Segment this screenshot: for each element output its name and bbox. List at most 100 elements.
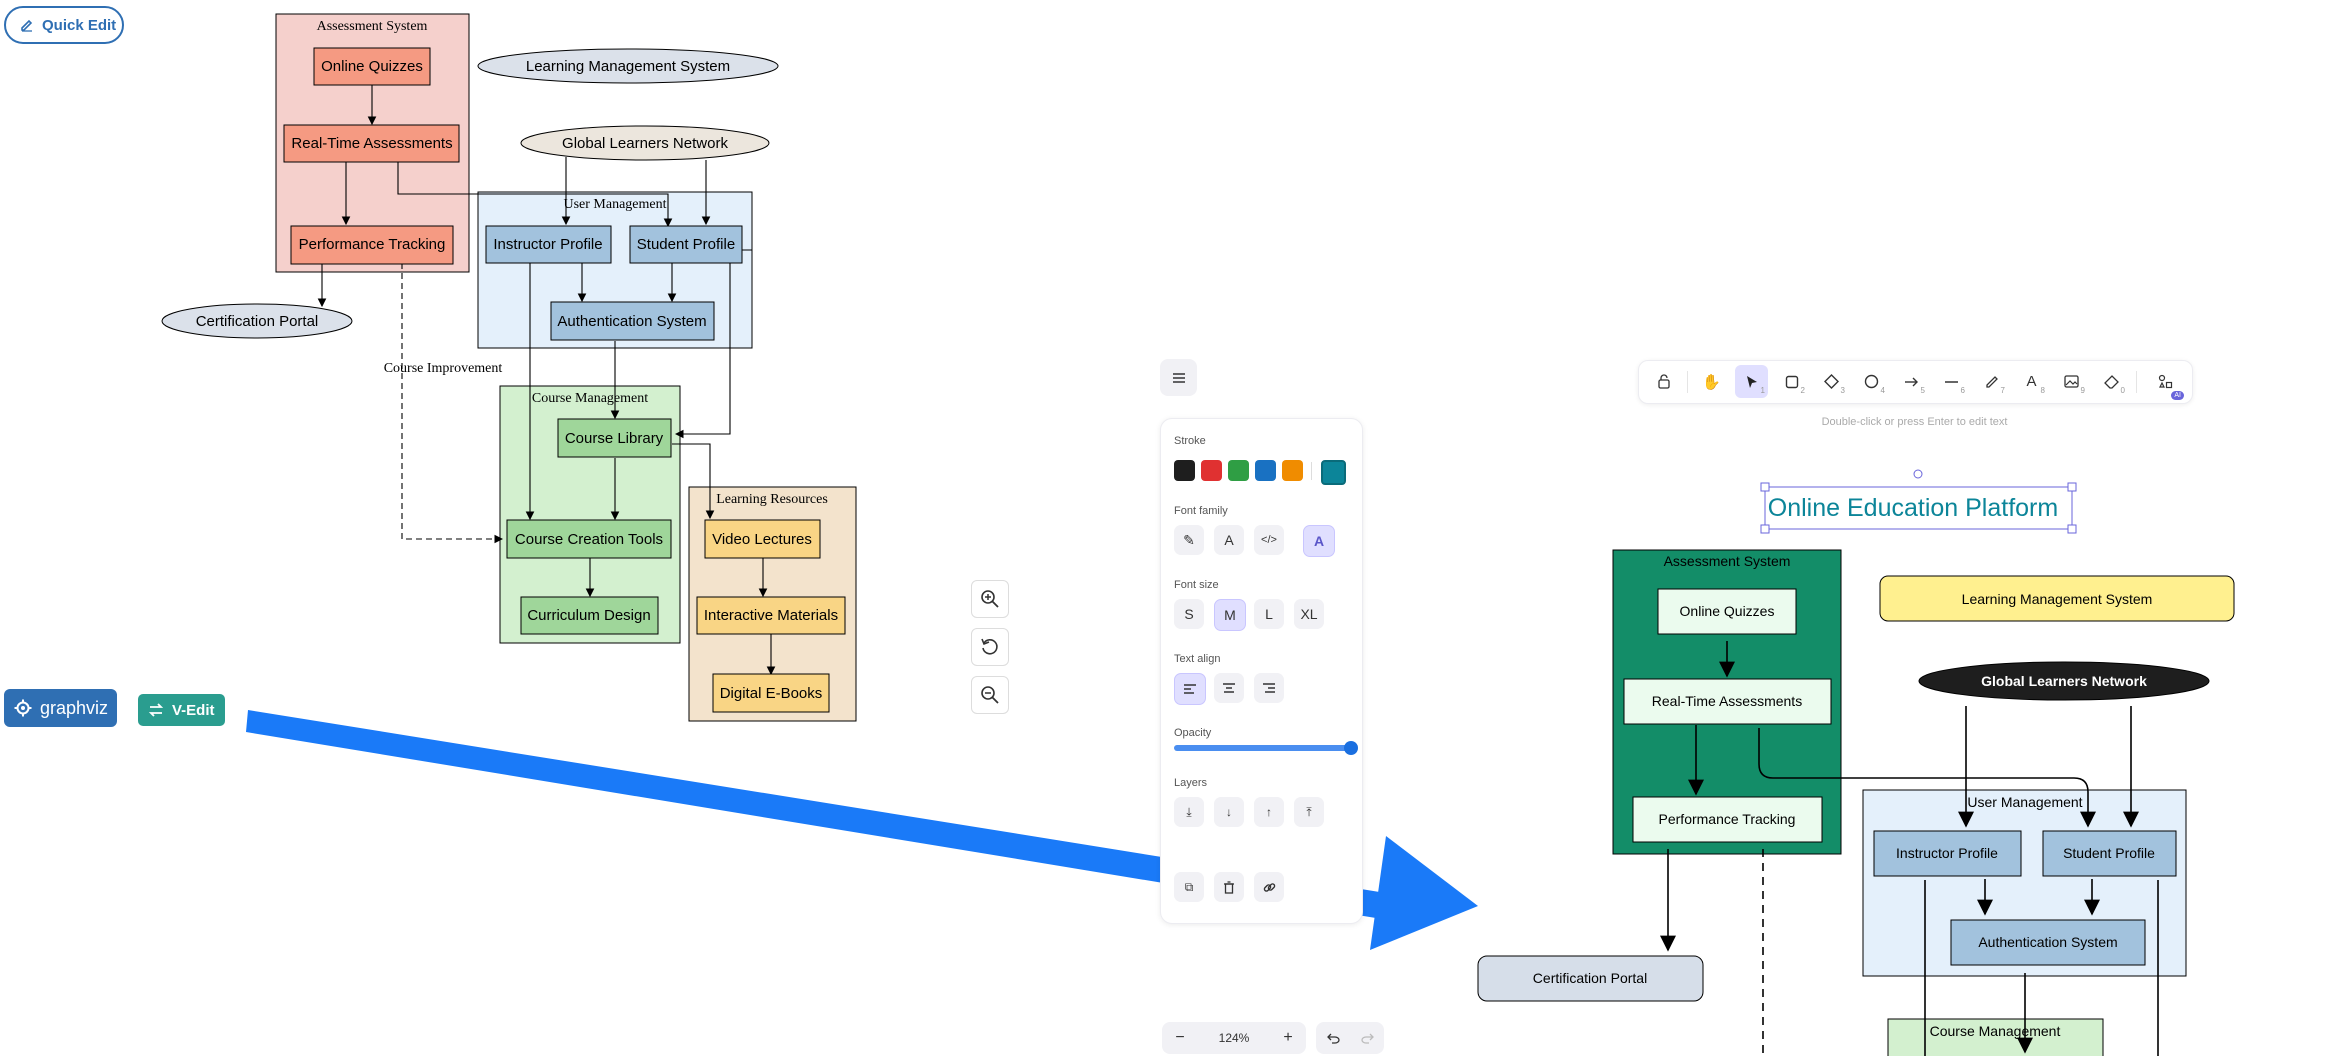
toolbar-separator (2136, 371, 2137, 393)
zoom-in-control[interactable]: + (1283, 1029, 1293, 1046)
current-stroke-color[interactable] (1321, 460, 1346, 485)
toolbar-lock[interactable] (1647, 365, 1680, 398)
redo-icon (1360, 1033, 1374, 1044)
font-size-xl-button[interactable]: XL (1294, 599, 1324, 629)
node-student-profile[interactable]: Student Profile (629, 225, 743, 264)
selected-title[interactable]: Online Education Platform (1760, 469, 2077, 534)
rd-node-student-profile[interactable]: Student Profile (2042, 830, 2177, 877)
node-certification-portal[interactable]: Certification Portal (161, 303, 353, 339)
reset-zoom-button[interactable] (971, 628, 1009, 666)
zoom-out-control[interactable]: − (1175, 1029, 1185, 1046)
svg-text:Online Quizzes: Online Quizzes (1680, 603, 1775, 619)
toolbar-more-shapes[interactable]: AI (2149, 365, 2184, 400)
rd-node-learning-management-system[interactable]: Learning Management System (1879, 575, 2235, 622)
align-right-icon (1263, 683, 1275, 693)
bring-forward-button[interactable]: ↑ (1254, 797, 1284, 827)
rd-node-performance-tracking[interactable]: Performance Tracking (1632, 796, 1823, 843)
opacity-slider-thumb[interactable] (1344, 741, 1358, 755)
send-to-back-button[interactable]: ⤓ (1174, 797, 1204, 827)
svg-text:Course Creation Tools: Course Creation Tools (515, 531, 663, 548)
bring-to-front-button[interactable]: ⤒ (1294, 797, 1324, 827)
quick-edit-button[interactable]: Quick Edit (4, 6, 124, 44)
stroke-color-black[interactable] (1174, 460, 1195, 481)
swap-icon (148, 703, 164, 717)
toolbar-selection[interactable]: 1 (1735, 365, 1768, 398)
toolbar-rectangle[interactable]: 2 (1775, 365, 1808, 398)
stroke-label: Stroke (1174, 435, 1206, 447)
node-performance-tracking[interactable]: Performance Tracking (290, 225, 454, 265)
zoom-in-button[interactable] (971, 580, 1009, 618)
svg-text:Learning Management System: Learning Management System (526, 58, 730, 75)
font-size-l-button[interactable]: L (1254, 599, 1284, 629)
toolbar-arrow[interactable]: 5 (1895, 365, 1928, 398)
rd-node-global-learners-network[interactable]: Global Learners Network (1918, 661, 2210, 701)
send-backward-button[interactable]: ↓ (1214, 797, 1244, 827)
toolbar-ellipse[interactable]: 4 (1855, 365, 1888, 398)
node-curriculum-design[interactable]: Curriculum Design (520, 596, 659, 635)
rd-node-real-time-assessments[interactable]: Real-Time Assessments (1623, 678, 1832, 725)
svg-text:Course Library: Course Library (565, 430, 664, 447)
node-digital-e-books[interactable]: Digital E-Books (712, 673, 830, 713)
node-interactive-materials[interactable]: Interactive Materials (696, 596, 846, 635)
node-authentication-system[interactable]: Authentication System (550, 301, 715, 341)
rd-node-instructor-profile[interactable]: Instructor Profile (1873, 830, 2022, 877)
svg-text:User Management: User Management (1967, 794, 2082, 810)
font-code-button[interactable]: </> (1254, 525, 1284, 555)
align-center-button[interactable] (1214, 673, 1244, 703)
font-normal-button[interactable]: A (1214, 525, 1244, 555)
tool-number: 2 (1800, 386, 1805, 395)
toolbar-line[interactable]: 6 (1935, 365, 1968, 398)
duplicate-button[interactable]: ⧉ (1174, 872, 1204, 902)
undo-button[interactable] (1316, 1033, 1350, 1044)
zoom-out-button[interactable] (971, 676, 1009, 714)
font-size-s-button[interactable]: S (1174, 599, 1204, 629)
align-right-button[interactable] (1254, 673, 1284, 703)
stroke-color-blue[interactable] (1255, 460, 1276, 481)
node-real-time-assessments[interactable]: Real-Time Assessments (283, 124, 460, 163)
node-course-library[interactable]: Course Library (557, 418, 672, 458)
toolbar-pencil[interactable]: 7 (1975, 365, 2008, 398)
toolbar-hand[interactable]: ✋ (1695, 365, 1728, 398)
pointer-icon (1746, 375, 1757, 388)
rd-cluster-course-management[interactable]: Course Management (1887, 1018, 2104, 1056)
svg-text:Authentication System: Authentication System (557, 313, 706, 330)
font-custom-button[interactable]: A (1303, 525, 1335, 557)
redo-button[interactable] (1350, 1033, 1384, 1044)
toolbar-image[interactable]: 9 (2055, 365, 2088, 398)
stroke-color-green[interactable] (1228, 460, 1249, 481)
align-left-button[interactable] (1174, 673, 1206, 705)
edge-label-course-improvement: Course Improvement (384, 361, 503, 376)
rd-node-authentication-system[interactable]: Authentication System (1950, 919, 2146, 966)
node-course-creation-tools[interactable]: Course Creation Tools (506, 519, 672, 559)
rd-node-certification-portal[interactable]: Certification Portal (1477, 955, 1704, 1002)
font-hand-drawn-button[interactable]: ✎ (1174, 525, 1204, 555)
svg-text:Authentication System: Authentication System (1978, 934, 2117, 950)
stroke-color-orange[interactable] (1282, 460, 1303, 481)
delete-button[interactable] (1214, 872, 1244, 902)
main-menu-button[interactable] (1160, 359, 1197, 396)
font-a-bold-icon: A (1313, 533, 1325, 549)
undo-icon (1326, 1033, 1340, 1044)
toolbar-eraser[interactable]: 0 (2095, 365, 2128, 398)
eraser-icon (2104, 374, 2119, 389)
rd-node-online-quizzes[interactable]: Online Quizzes (1657, 588, 1797, 635)
node-global-learners-network[interactable]: Global Learners Network (520, 125, 770, 161)
opacity-slider[interactable] (1174, 741, 1358, 755)
node-video-lectures[interactable]: Video Lectures (704, 519, 821, 559)
node-instructor-profile[interactable]: Instructor Profile (485, 225, 612, 264)
graphviz-button[interactable]: graphviz (4, 689, 117, 727)
zoom-level[interactable]: 124% (1218, 1031, 1250, 1045)
svg-text:Learning Management System: Learning Management System (1962, 591, 2153, 607)
v-edit-button[interactable]: V-Edit (138, 694, 225, 726)
font-size-m-button[interactable]: M (1214, 599, 1246, 631)
svg-text:Student Profile: Student Profile (637, 236, 735, 253)
toolbar-diamond[interactable]: 3 (1815, 365, 1848, 398)
link-button[interactable] (1254, 872, 1284, 902)
node-online-quizzes[interactable]: Online Quizzes (313, 47, 431, 86)
arrow-down-icon: ↓ (1226, 805, 1232, 819)
stroke-color-red[interactable] (1201, 460, 1222, 481)
node-learning-management-system[interactable]: Learning Management System (477, 48, 779, 84)
